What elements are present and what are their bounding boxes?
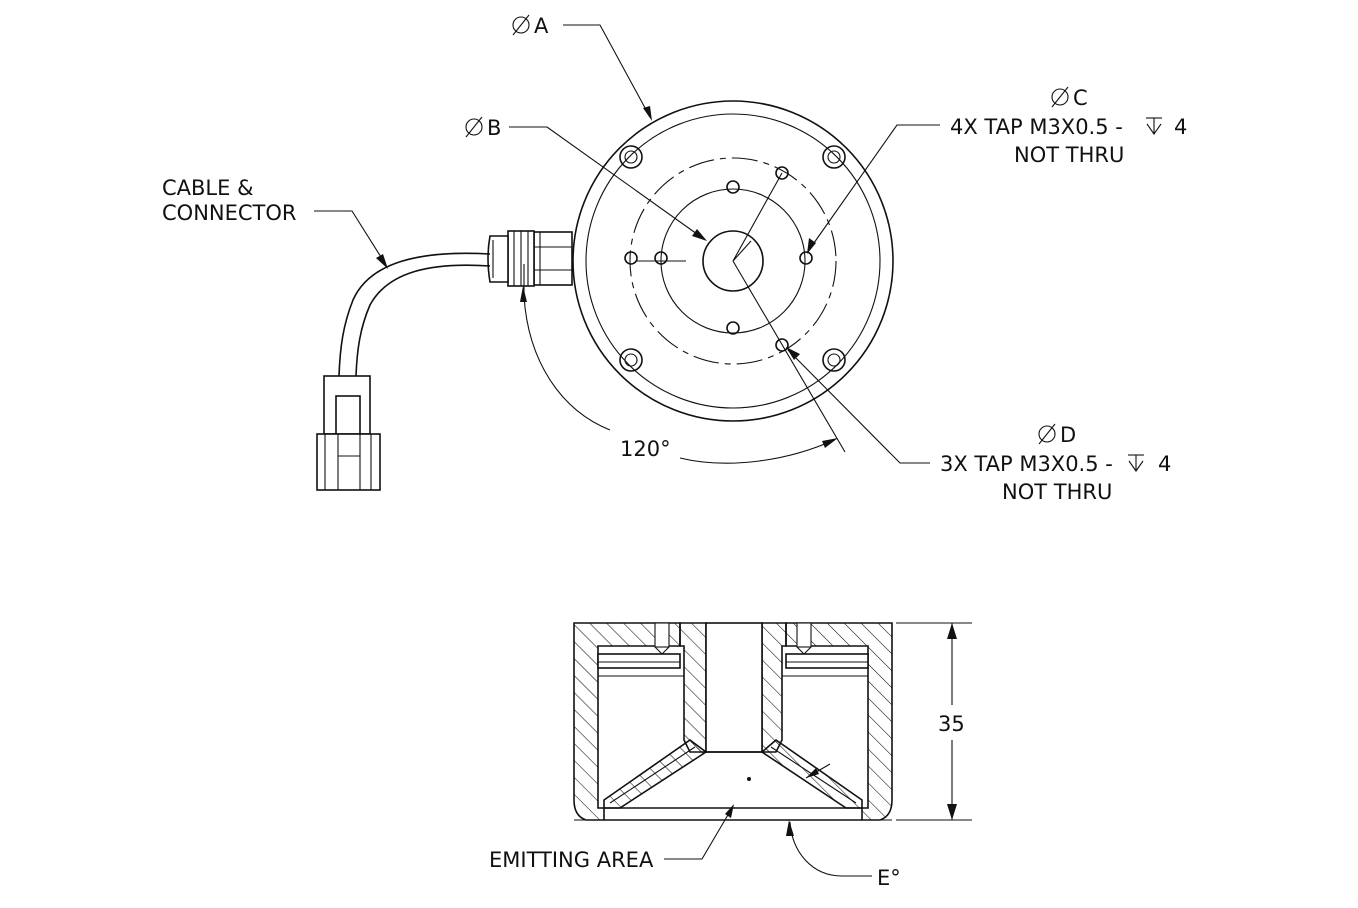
label-dia-d-depth: 4 xyxy=(1158,452,1171,476)
depth-symbol-icon xyxy=(1146,117,1162,135)
section-view: 35 EMITTING AREA E° xyxy=(489,622,972,890)
outer-body-circle xyxy=(572,100,894,422)
corner-hole-tl xyxy=(619,145,643,169)
connector xyxy=(316,375,381,491)
bolt-circle-outer xyxy=(629,157,837,365)
leader-dia-c: C 4X TAP M3X0.5 - 4 NOT THRU xyxy=(807,86,1187,254)
tap-hole xyxy=(726,321,740,335)
central-hub-left xyxy=(679,622,707,753)
central-bore xyxy=(705,622,763,753)
top-view: A B C 4X TAP M3X0.5 - 4 NOT THRU xyxy=(162,14,1187,504)
tap-hole xyxy=(654,251,668,265)
label-dia-c: C xyxy=(1073,86,1088,110)
label-angle: 120° xyxy=(620,437,671,461)
cable-gland xyxy=(487,230,573,287)
tap-hole xyxy=(775,166,789,180)
tap-hole xyxy=(624,251,638,265)
leader-dia-d: D 3X TAP M3X0.5 - 4 NOT THRU xyxy=(786,347,1171,504)
corner-hole-br xyxy=(822,348,846,372)
outer-inner-circle xyxy=(585,113,881,409)
label-emitting-area: EMITTING AREA xyxy=(489,848,654,872)
label-emit-angle: E° xyxy=(877,866,901,890)
label-height: 35 xyxy=(938,712,965,736)
label-dia-c-spec: 4X TAP M3X0.5 - xyxy=(950,115,1123,139)
tap-hole xyxy=(775,338,789,352)
corner-hole-tr xyxy=(822,145,846,169)
angle-dimension: 120° xyxy=(520,264,838,464)
tap-hole xyxy=(799,251,813,265)
label-dia-a: A xyxy=(534,14,549,38)
label-dia-b: B xyxy=(487,116,501,140)
central-hub-right xyxy=(761,622,787,753)
label-dia-c-note: NOT THRU xyxy=(1014,143,1124,167)
label-dia-d: D xyxy=(1060,423,1076,447)
label-dia-d-note: NOT THRU xyxy=(1002,480,1112,504)
corner-hole-bl xyxy=(619,348,643,372)
leader-emitting-area: EMITTING AREA xyxy=(489,804,734,872)
leader-cable: CABLE & CONNECTOR xyxy=(162,176,388,269)
height-dimension: 35 xyxy=(896,622,972,821)
tap-hole xyxy=(726,180,740,194)
center-bore xyxy=(702,230,764,292)
cable xyxy=(338,252,491,377)
label-dia-d-spec: 3X TAP M3X0.5 - xyxy=(940,452,1113,476)
label-cable-line1: CABLE & xyxy=(162,176,253,200)
depth-symbol-icon xyxy=(1128,454,1144,472)
label-cable-line2: CONNECTOR xyxy=(162,201,297,225)
leader-dia-b: B xyxy=(465,116,707,241)
label-dia-c-depth: 4 xyxy=(1174,115,1187,139)
leader-dia-a: A xyxy=(512,14,652,121)
leader-emit-angle: E° xyxy=(786,820,901,890)
